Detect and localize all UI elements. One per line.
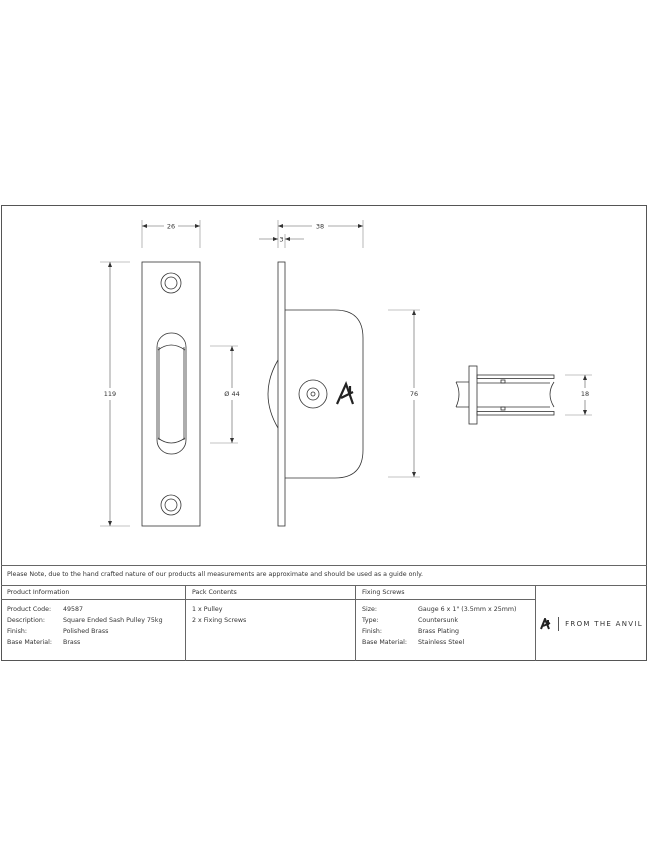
info-row: Finish:Brass Plating <box>362 628 459 635</box>
screw-hole-bottom <box>160 494 182 516</box>
end-view <box>455 365 555 425</box>
info-row: Finish:Polished Brass <box>7 628 109 635</box>
info-row: Base Material:Stainless Steel <box>362 639 465 646</box>
dim-wheel-width-label: 18 <box>581 390 589 398</box>
dim-plate-thickness-label: 3 <box>279 236 283 244</box>
section-heading: Fixing Screws <box>356 586 535 600</box>
info-row: Product Code:49587 <box>7 606 84 613</box>
brand-logo: FROM THE ANVIL <box>536 586 647 661</box>
axle-boss <box>298 379 328 409</box>
pack-contents-section: Pack Contents 1 x Pulley 2 x Fixing Scre… <box>186 586 356 661</box>
front-view <box>141 261 201 527</box>
dim-depth-label: 38 <box>316 223 324 231</box>
info-row: Size:Gauge 6 x 1" (3.5mm x 25mm) <box>362 606 517 613</box>
wheel-slot <box>156 332 187 455</box>
info-row: Type:Countersunk <box>362 617 459 624</box>
dim-width-label: 26 <box>167 223 175 231</box>
pack-item: 1 x Pulley <box>192 606 223 613</box>
brand-name: FROM THE ANVIL <box>565 619 643 628</box>
info-row: Description:Square Ended Sash Pulley 75k… <box>7 617 163 624</box>
dim-body-height-label: 76 <box>410 390 418 398</box>
info-row: Base Material:Brass <box>7 639 81 646</box>
product-information-section: Product Information Product Code:49587 D… <box>1 586 186 661</box>
pack-item: 2 x Fixing Screws <box>192 617 247 624</box>
pulley-body <box>285 309 364 479</box>
screw-hole-top <box>160 272 182 294</box>
drawing-frame <box>1 205 647 661</box>
measurement-note: Please Note, due to the hand crafted nat… <box>1 565 647 586</box>
anvil-logo-icon <box>540 617 551 629</box>
side-view <box>267 261 364 527</box>
fixing-screws-section: Fixing Screws Size:Gauge 6 x 1" (3.5mm x… <box>356 586 536 661</box>
dim-height-label: 119 <box>104 390 116 398</box>
section-heading: Product Information <box>1 586 185 600</box>
section-heading: Pack Contents <box>186 586 355 600</box>
brand-logo-mark <box>335 381 355 405</box>
wheel-edge <box>267 359 279 429</box>
logo-divider <box>558 616 560 631</box>
dim-wheel-diameter-label: Ø 44 <box>224 390 239 398</box>
